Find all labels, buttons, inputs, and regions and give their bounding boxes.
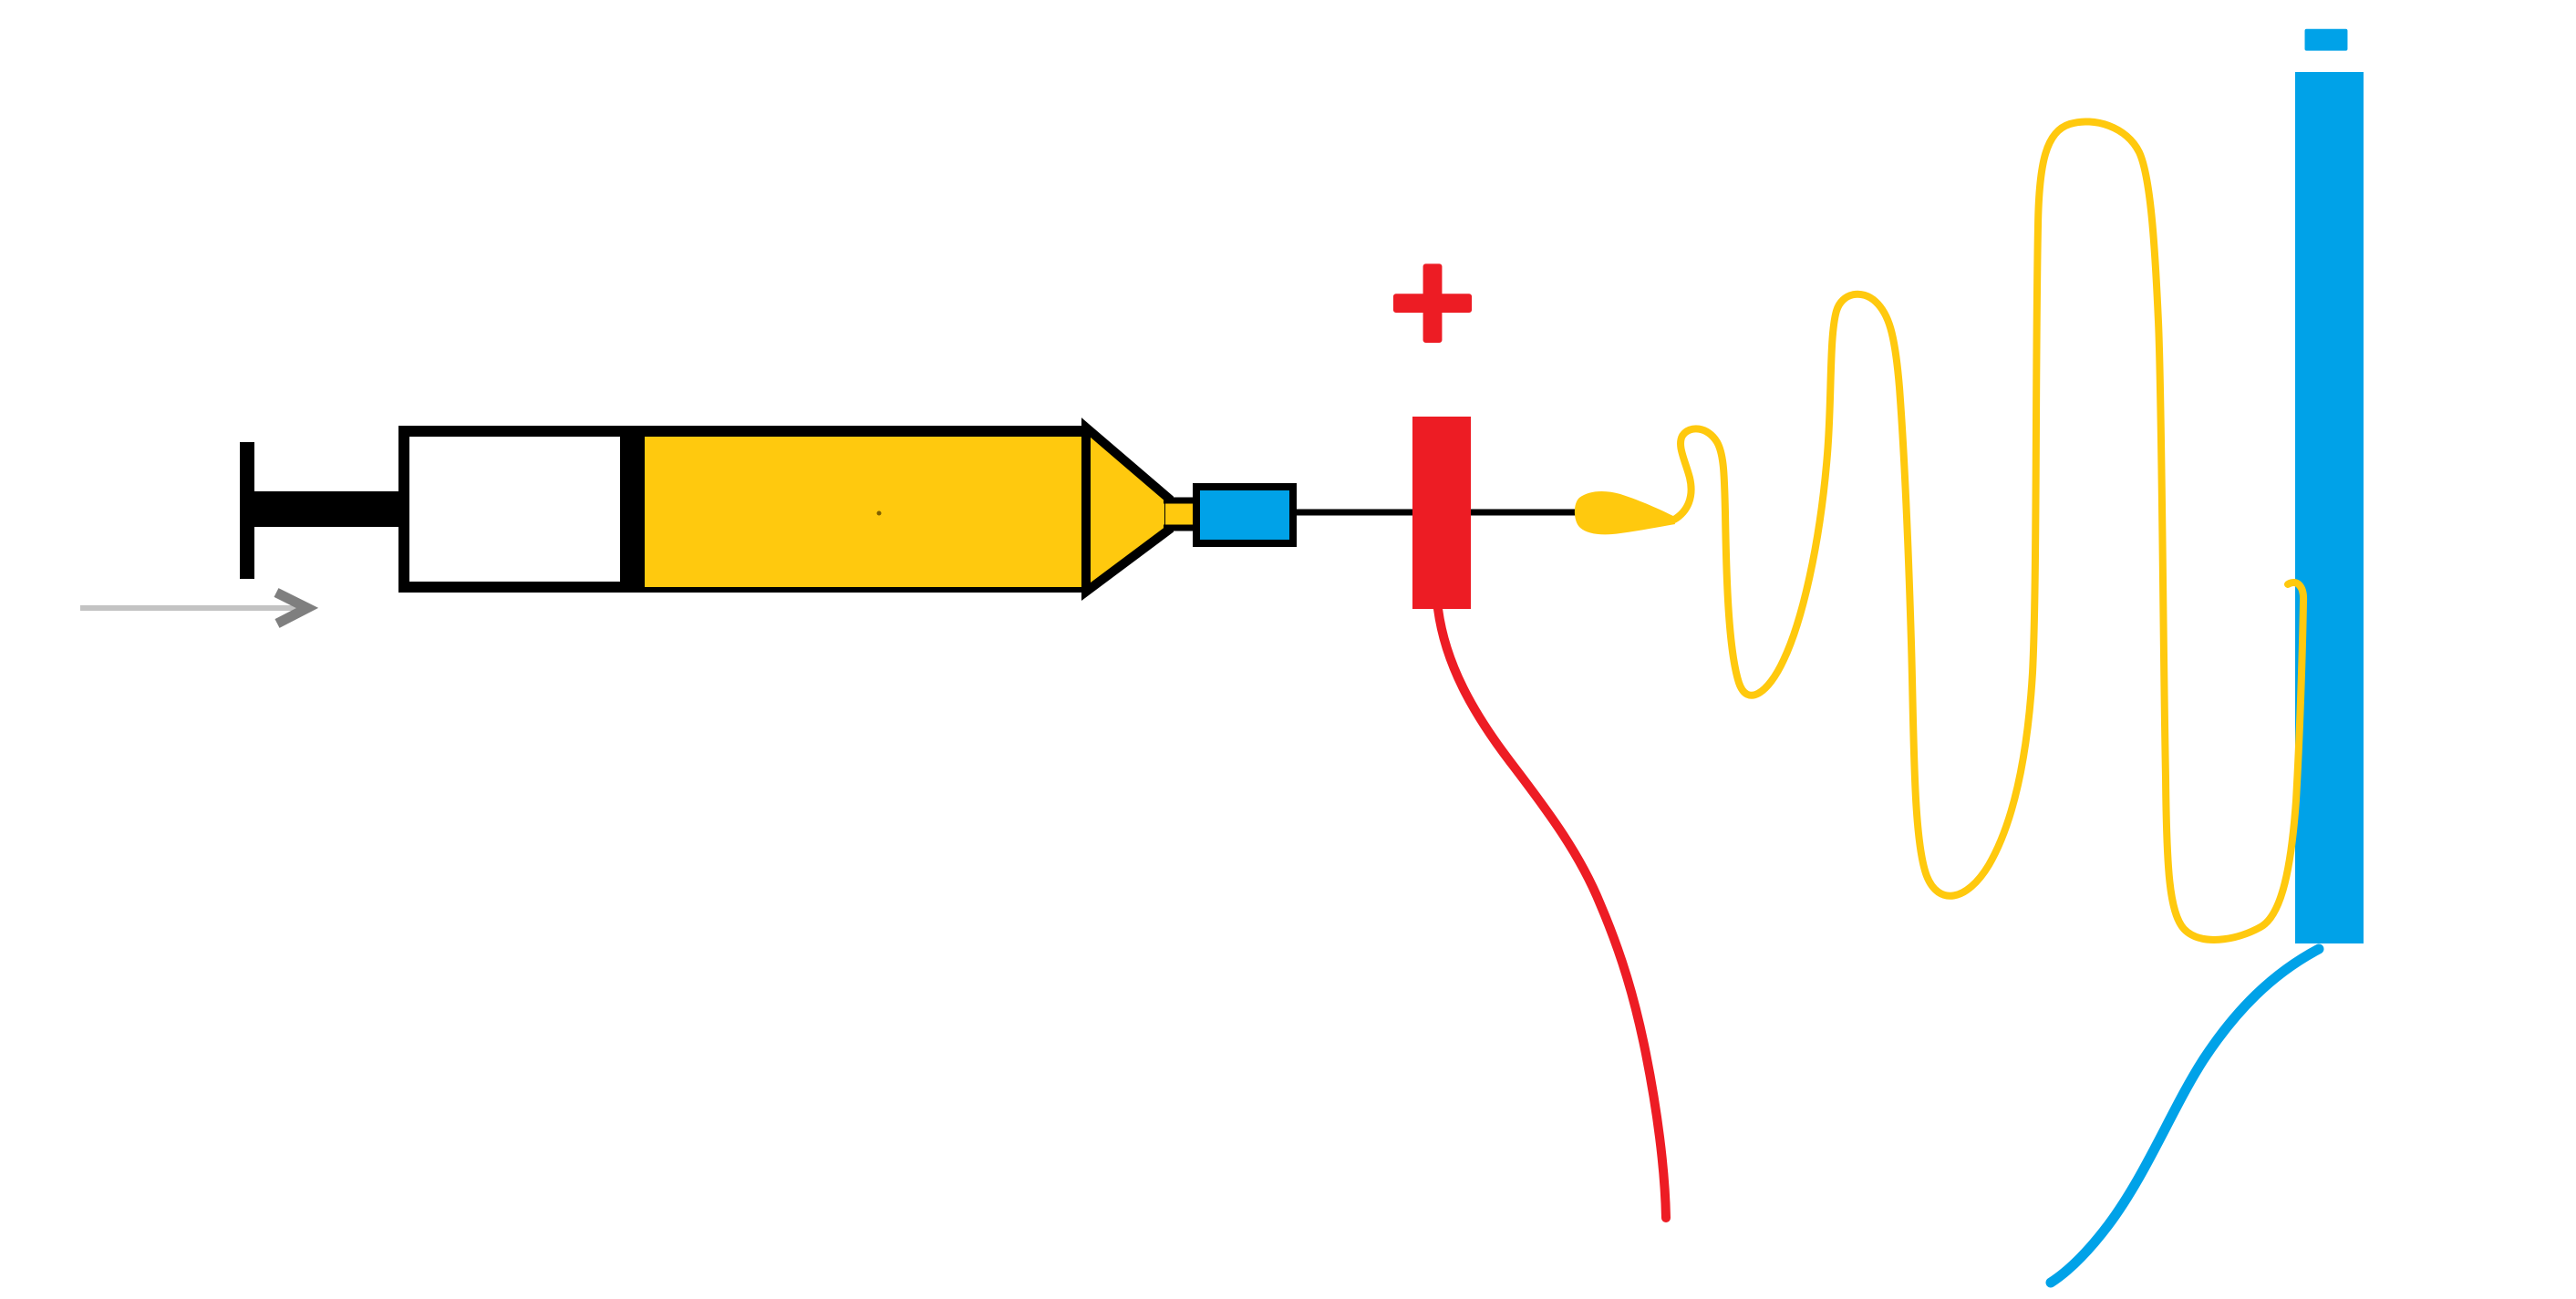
plunger-thumb-rest <box>240 442 254 579</box>
arrow-head-icon <box>274 588 319 628</box>
solution-fill <box>638 437 1085 587</box>
push-direction-arrow <box>80 588 319 628</box>
cone-neck-outline <box>1164 497 1193 531</box>
needle-hub <box>1193 483 1297 547</box>
positive-terminal-label: + <box>1383 232 1481 368</box>
collector-ground-wire <box>2045 943 2324 1288</box>
positive-electrode <box>1412 417 1471 609</box>
polymer-jet-scribble <box>1671 118 2308 943</box>
negative-terminal-label: - <box>2300 0 2353 108</box>
syringe <box>240 418 1297 601</box>
collector-plate <box>2295 72 2364 943</box>
positive-lead-wire <box>1433 604 1671 1222</box>
barrel-cone-tip <box>1081 418 1174 601</box>
paint-speck <box>876 510 882 516</box>
droplet <box>1574 490 1675 535</box>
plunger-piston <box>620 431 645 593</box>
